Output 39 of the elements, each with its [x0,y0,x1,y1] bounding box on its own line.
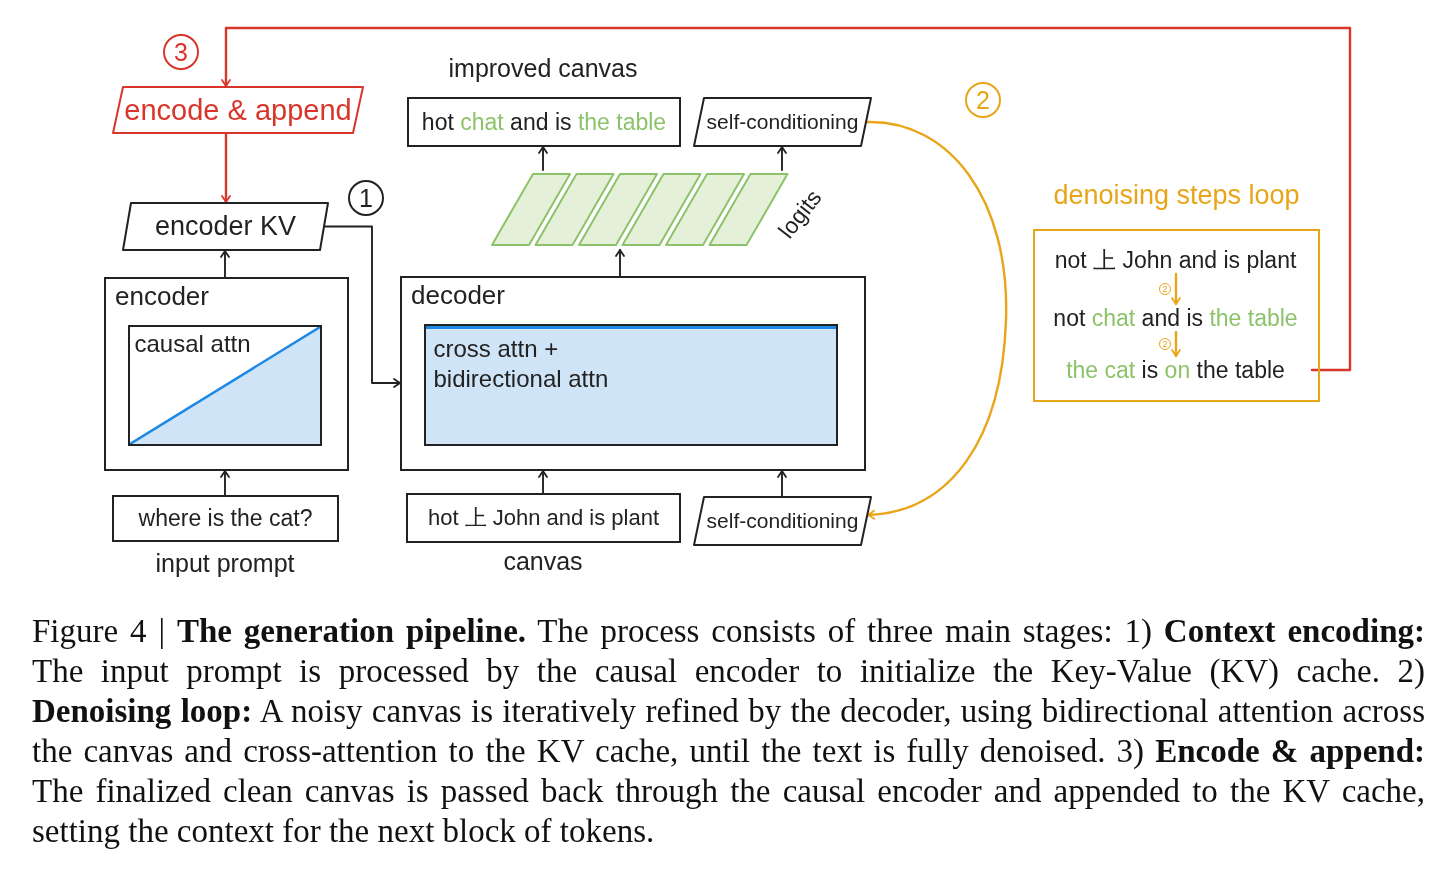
token-sequence: the cat is on the table [1039,355,1312,384]
parallelogram-box: self-conditioning [693,97,872,147]
edge-label: 2 [1159,283,1171,295]
block-title: decoder [411,281,505,311]
arrow [221,26,1352,372]
arrow [1171,330,1181,358]
arrow [220,250,230,278]
box-caption: canvas [503,546,583,576]
token-sequence: not chat and is the table [1039,303,1312,332]
box-label: causal attn [134,329,251,358]
arrow [538,470,548,494]
parallelogram-box: encoder KV [122,202,329,251]
decoder-block [400,276,866,471]
block-title: encoder [115,282,209,312]
prompt-box: where is the cat? [112,495,339,542]
arrow [220,470,230,496]
parallelogram-box: self-conditioning [693,496,872,546]
token-sequence: not 上 John and is plant [1039,245,1312,274]
figure-caption: Figure 4 | The generation pipeline. The process consists of three main stages: 1) Context encoding: The input prompt is processed by the causal encoder to initialize the Key-Value (KV) cache. 2) Denoising loop: A noisy canvas is iteratively refined by the decoder, using bidirectional attention across the canvas and cross-attention to the KV cache, until the text is fully denoised. 3) Encode & append: The finalized clean canvas is passed back through the causal encoder and appended to the KV cache, setting the context for the next block of tokens. [32,612,1425,851]
edge-label: 2 [1159,338,1171,350]
arrow [865,120,1008,520]
arrow [777,470,787,497]
parallelogram-box: encode & append [112,86,364,134]
token-box: hot chat and is the table [407,97,681,147]
arrow [538,146,548,171]
callout-number: 2 [965,82,1001,118]
box-caption: input prompt [155,548,295,578]
box-caption: improved canvas [448,53,638,83]
arrow [324,225,401,388]
encoder-block [104,277,349,471]
callout-number: 3 [163,34,199,70]
arrow [615,249,625,277]
callout-number: 1 [348,180,384,216]
arrow [777,146,787,171]
arrow [1171,272,1181,306]
token-box: hot 上 John and is plant [406,493,681,543]
arrow [221,132,231,204]
loop-title: denoising steps loop [1053,180,1300,212]
attention-box: cross attn + bidirectional attn [423,323,838,446]
